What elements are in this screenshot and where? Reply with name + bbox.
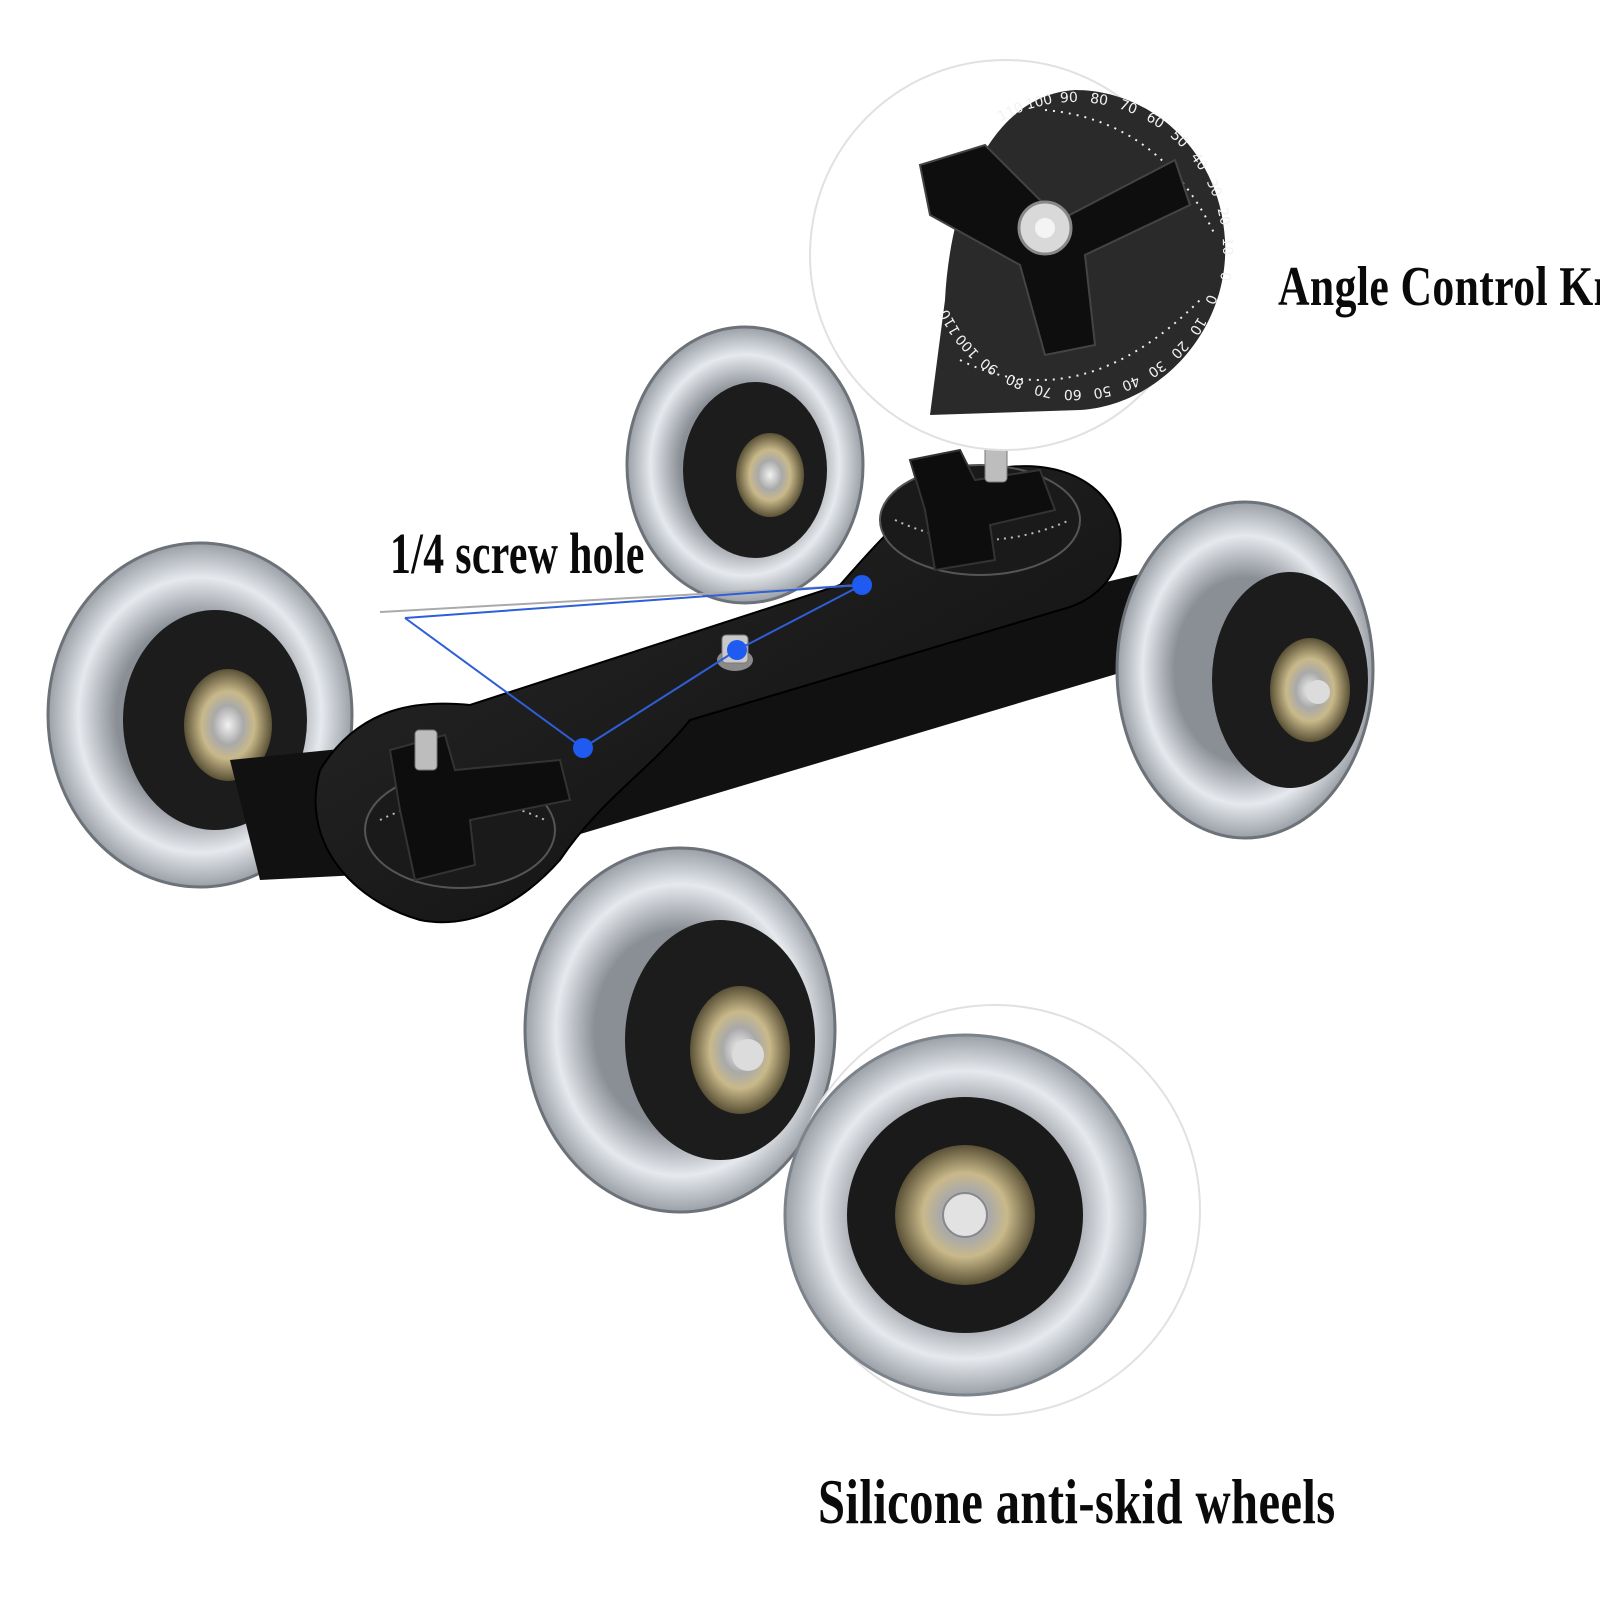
screw-hole-label: 1/4 screw hole bbox=[390, 521, 645, 586]
dial-scale-number: 10 bbox=[1219, 237, 1235, 255]
dial-scale-number: 0 bbox=[1216, 271, 1233, 283]
angle-control-knob-label: Angle Control Knob bbox=[1278, 256, 1600, 318]
screw-hole-dot-rear bbox=[852, 575, 872, 595]
dial-scale-number: 20 bbox=[1214, 206, 1234, 227]
wheel-front bbox=[523, 846, 837, 1214]
screw-hole-dot-front bbox=[573, 738, 593, 758]
knob-rear bbox=[908, 439, 1057, 572]
dial-scale-number: 70 bbox=[1117, 97, 1139, 118]
knob-front bbox=[388, 729, 572, 882]
screw-hole-callout bbox=[379, 575, 872, 758]
dial-scale-number: 100 bbox=[1024, 91, 1054, 113]
dial-scale-number: 80 bbox=[1089, 91, 1109, 110]
screw-hole-dot-center bbox=[727, 640, 747, 660]
wheel-rear-top bbox=[625, 325, 865, 605]
inset-angle-knob bbox=[809, 59, 1226, 451]
dial-scale-number: 60 bbox=[1143, 109, 1167, 132]
wheel-right bbox=[1115, 500, 1375, 840]
dial-scale-number: 40 bbox=[1119, 372, 1142, 394]
dial-scale-number: 70 bbox=[1033, 381, 1054, 401]
dial-scale-number: 90 bbox=[1060, 90, 1078, 107]
inset-wheel bbox=[783, 1004, 1201, 1416]
dial-scale-number: 10 bbox=[1186, 314, 1209, 338]
dial-scale-number: 60 bbox=[1064, 386, 1082, 402]
dial-scale-number: 80 bbox=[1004, 370, 1027, 392]
silicone-wheels-label: Silicone anti-skid wheels bbox=[818, 1466, 1336, 1537]
dial-scale-number: 30 bbox=[1203, 177, 1225, 200]
dial-scale-number: 50 bbox=[1092, 382, 1113, 401]
